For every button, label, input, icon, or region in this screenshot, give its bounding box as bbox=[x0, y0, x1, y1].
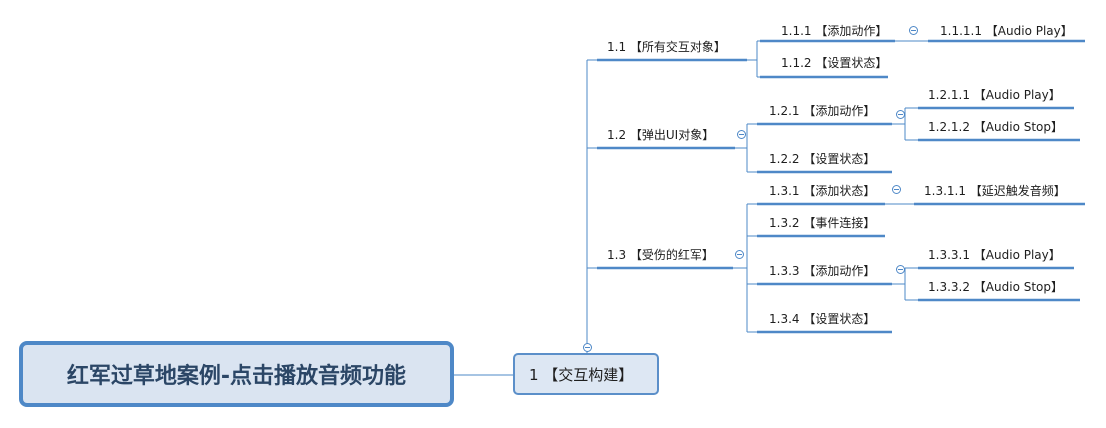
topic-1-1-1-1[interactable]: 1.1.1.1 【Audio Play】 bbox=[940, 24, 1073, 38]
subtopic-1-1[interactable]: 1.1 【所有交互对象】 bbox=[607, 40, 726, 54]
topic-1-3-4[interactable]: 1.3.4 【设置状态】 bbox=[769, 312, 876, 326]
subtopic-1-2[interactable]: 1.2 【弹出UI对象】 bbox=[607, 128, 715, 142]
collapse-toggle-icon[interactable] bbox=[737, 130, 746, 139]
topic-1-2-2[interactable]: 1.2.2 【设置状态】 bbox=[769, 152, 876, 166]
root-topic[interactable]: 红军过草地案例-点击播放音频功能 bbox=[19, 341, 454, 407]
topic-1-1-2[interactable]: 1.1.2 【设置状态】 bbox=[781, 56, 888, 70]
collapse-toggle-icon[interactable] bbox=[909, 26, 918, 35]
topic-1-1-1[interactable]: 1.1.1 【添加动作】 bbox=[781, 24, 888, 38]
main-topic-interaction-build[interactable]: 1 【交互构建】 bbox=[513, 353, 659, 395]
collapse-toggle-icon[interactable] bbox=[892, 185, 901, 194]
collapse-toggle-icon[interactable] bbox=[735, 250, 744, 259]
topic-1-3-1[interactable]: 1.3.1 【添加状态】 bbox=[769, 184, 876, 198]
collapse-toggle-icon[interactable] bbox=[896, 265, 905, 274]
topic-1-2-1-1[interactable]: 1.2.1.1 【Audio Play】 bbox=[928, 88, 1061, 102]
topic-1-2-1[interactable]: 1.2.1 【添加动作】 bbox=[769, 104, 876, 118]
collapse-toggle-icon[interactable] bbox=[896, 110, 905, 119]
topic-1-3-2[interactable]: 1.3.2 【事件连接】 bbox=[769, 216, 876, 230]
topic-1-3-3-1[interactable]: 1.3.3.1 【Audio Play】 bbox=[928, 248, 1061, 262]
subtopic-1-3[interactable]: 1.3 【受伤的红军】 bbox=[607, 248, 714, 262]
topic-1-3-3-2[interactable]: 1.3.3.2 【Audio Stop】 bbox=[928, 280, 1064, 294]
topic-1-3-3[interactable]: 1.3.3 【添加动作】 bbox=[769, 264, 876, 278]
topic-1-3-1-1[interactable]: 1.3.1.1 【延迟触发音频】 bbox=[924, 184, 1066, 198]
collapse-toggle-icon[interactable] bbox=[583, 343, 592, 352]
topic-1-2-1-2[interactable]: 1.2.1.2 【Audio Stop】 bbox=[928, 120, 1064, 134]
